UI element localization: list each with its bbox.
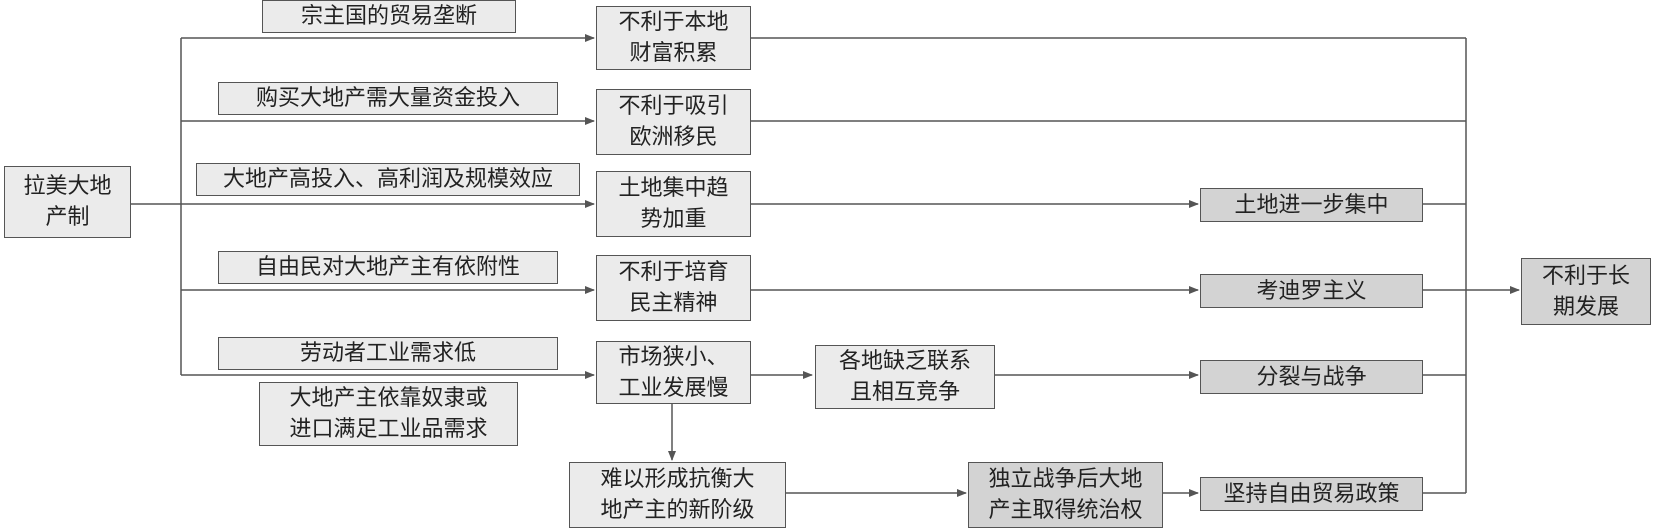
land-concentration-node: 土地集中趋 势加重 [596,171,751,237]
market-node: 市场狭小、 工业发展慢 [596,341,751,404]
immigrants-node: 不利于吸引 欧洲移民 [596,89,751,155]
demand-label: 劳动者工业需求低 [218,337,558,370]
returns-label: 大地产高投入、高利润及规模效应 [196,163,580,196]
free-trade-node: 坚持自由贸易政策 [1200,477,1423,511]
new-class-node: 难以形成抗衡大 地产主的新阶级 [569,462,786,528]
caudillo-node: 考迪罗主义 [1200,274,1423,308]
wealth-node: 不利于本地 财富积累 [596,6,751,70]
slaves-label: 大地产主依靠奴隶或 进口满足工业品需求 [259,382,518,446]
regions-node: 各地缺乏联系 且相互竞争 [815,345,995,409]
further-concentration-node: 土地进一步集中 [1200,188,1423,222]
split-node: 分裂与战争 [1200,360,1423,394]
rule-node: 独立战争后大地 产主取得统治权 [968,462,1163,528]
democracy-node: 不利于培育 民主精神 [596,255,751,321]
capital-label: 购买大地产需大量资金投入 [218,82,558,115]
result-node: 不利于长 期发展 [1521,258,1651,325]
dependence-label: 自由民对大地产主有依附性 [218,251,558,284]
monopoly-label: 宗主国的贸易垄断 [262,0,516,33]
origin-node: 拉美大地 产制 [4,166,131,238]
